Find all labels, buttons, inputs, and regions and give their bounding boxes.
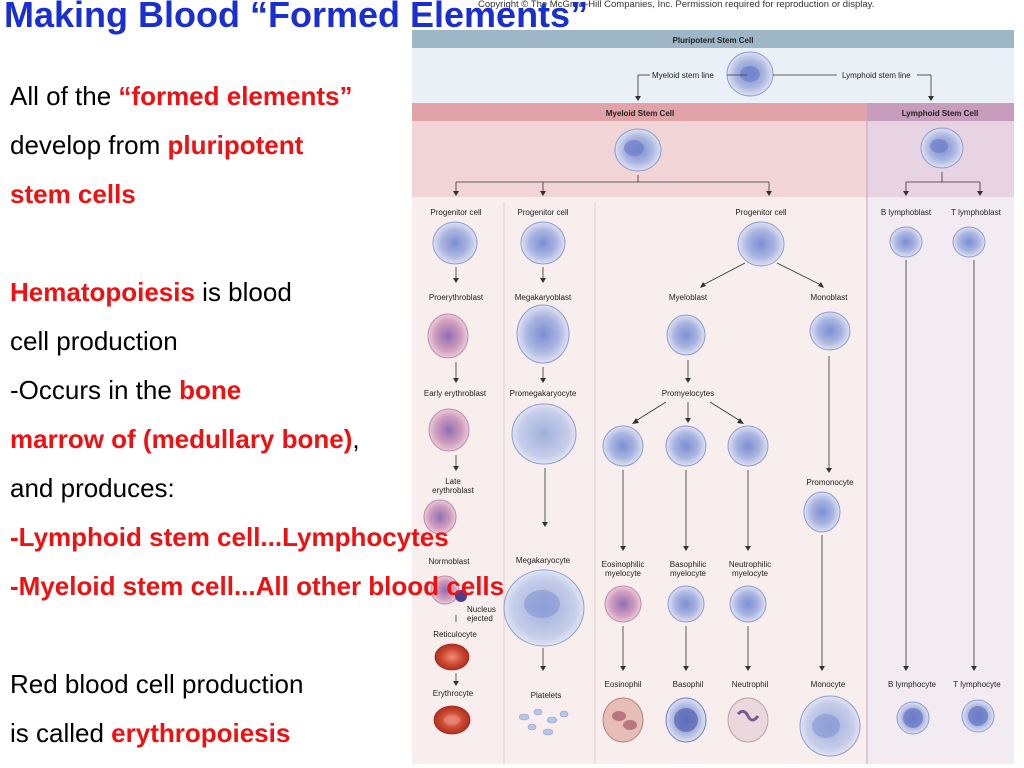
myeloid-stem-line-label: Myeloid stem line <box>652 71 714 80</box>
neutrophilic-myelocyte-label-2: myelocyte <box>732 569 769 578</box>
body-line-lymphoid: -Lymphoid stem cell...Lymphocytes <box>10 522 449 552</box>
pluripotent-header: Pluripotent Stem Cell <box>673 36 754 45</box>
body-line-2: develop from pluripotent <box>10 130 304 160</box>
neutrophil-label: Neutrophil <box>732 680 769 689</box>
t-lymphoblast-label: T lymphoblast <box>951 208 1001 217</box>
body-line-5: cell production <box>10 326 178 356</box>
nucleus-ejected-label-2: ejected <box>467 614 493 623</box>
late-erythroblast-label-2: erythroblast <box>432 486 475 495</box>
copyright-notice: Copyright © The McGraw-Hill Companies, I… <box>478 0 875 10</box>
proerythroblast-label: Proerythroblast <box>429 293 484 302</box>
megakaryocyte-label: Megakaryocyte <box>516 556 571 565</box>
myeloblast-label: Myeloblast <box>669 293 708 302</box>
neutrophilic-myelocyte-label-1: Neutrophilic <box>729 560 771 569</box>
megakaryoblast-cell <box>516 304 570 364</box>
promyelocytes-label: Promyelocytes <box>662 389 714 398</box>
body-line-4: Hematopoiesis is blood <box>10 277 292 307</box>
promonocyte-label: Promonocyte <box>806 478 854 487</box>
late-erythroblast-label-1: Late <box>445 477 461 486</box>
progenitor-cell-granulocyte <box>737 221 785 267</box>
megakaryoblast-label: Megakaryoblast <box>515 293 572 302</box>
slide-title: Making Blood “Formed Elements” <box>4 0 589 35</box>
progenitor-label-2: Progenitor cell <box>517 208 568 217</box>
myeloid-header: Myeloid Stem Cell <box>606 109 674 118</box>
body-line-12: is called erythropoiesis <box>10 718 291 748</box>
erythropoiesis-term: erythropoiesis <box>111 718 291 748</box>
marrow-term: marrow of (medullary bone) <box>10 424 353 454</box>
t-lymphocyte-label: T lymphocyte <box>953 680 1001 689</box>
body-line-myeloid: -Myeloid stem cell...All other blood cel… <box>10 571 505 601</box>
b-lymphocyte-label: B lymphocyte <box>888 680 937 689</box>
promonocyte-cell <box>803 491 841 533</box>
myeloid-header-bar <box>412 103 867 121</box>
lymphoid-stem-line-label: Lymphoid stem line <box>842 71 911 80</box>
body-line-11: Red blood cell production <box>10 669 304 699</box>
body-line-7: marrow of (medullary bone), <box>10 424 360 454</box>
eosinophil-label: Eosinophil <box>605 680 642 689</box>
neutrophil-cell <box>727 697 769 743</box>
lymphoid-header: Lymphoid Stem Cell <box>902 109 979 118</box>
progenitor-cell-erythroid <box>432 221 478 265</box>
promegakaryocyte-label: Promegakaryocyte <box>510 389 577 398</box>
platelets-label: Platelets <box>531 691 562 700</box>
myeloid-lineages-panel <box>412 197 867 764</box>
neutrophilic-myelocyte-cell <box>729 585 767 623</box>
basophilic-myelocyte-cell <box>667 585 705 623</box>
b-lymphoblast-label: B lymphoblast <box>881 208 932 217</box>
pluripotent-term: pluripotent <box>167 130 304 160</box>
promegakaryocyte-cell <box>511 403 577 465</box>
formed-elements-term: “formed elements” <box>118 81 353 111</box>
reticulocyte-label: Reticulocyte <box>433 630 477 639</box>
basophilic-myelocyte-label-2: myelocyte <box>670 569 707 578</box>
hematopoiesis-term: Hematopoiesis <box>10 277 195 307</box>
myeloblast-cell <box>666 314 706 356</box>
monoblast-cell <box>809 311 851 351</box>
t-lymphoblast-cell <box>952 226 986 258</box>
erythrocyte-label: Erythrocyte <box>433 689 474 698</box>
pluripotent-header-bar <box>412 30 1014 48</box>
eosinophilic-myelocyte-label-2: myelocyte <box>605 569 642 578</box>
lymphoid-header-bar <box>867 103 1014 121</box>
basophilic-myelocyte-label-1: Basophilic <box>670 560 706 569</box>
pluripotent-panel <box>412 48 1014 103</box>
ejected-nucleus <box>455 590 467 602</box>
bone-term: bone <box>179 375 242 405</box>
eosinophilic-myelocyte-cell <box>604 585 642 623</box>
early-erythroblast-cell <box>428 408 470 452</box>
body-line-1: All of the “formed elements” <box>10 81 353 111</box>
slide-body-text: All of the “formed elements” develop fro… <box>10 77 710 763</box>
monoblast-label: Monoblast <box>811 293 849 302</box>
lymphoid-lineages-panel <box>867 197 1014 764</box>
progenitor-cell-megakaryocyte <box>520 221 566 265</box>
late-erythroblast-cell <box>423 499 457 535</box>
reticulocyte-cell <box>434 643 470 671</box>
basophil-label: Basophil <box>673 680 704 689</box>
promyelocyte-basophilic-cell <box>665 425 707 467</box>
progenitor-label-3: Progenitor cell <box>735 208 786 217</box>
promyelocyte-neutrophilic-cell <box>727 425 769 467</box>
body-line-6: -Occurs in the bone <box>10 375 242 405</box>
body-line-8: and produces: <box>10 473 175 503</box>
progenitor-label-1: Progenitor cell <box>430 208 481 217</box>
normoblast-label: Normoblast <box>429 557 471 566</box>
normoblast-cell <box>430 575 460 605</box>
b-lymphoblast-cell <box>889 226 923 258</box>
monocyte-label: Monocyte <box>811 680 846 689</box>
hematopoiesis-diagram: Pluripotent Stem Cell Myeloid Stem Cell … <box>412 30 1014 764</box>
early-erythroblast-label: Early erythroblast <box>424 389 487 398</box>
nucleus-ejected-label-1: Nucleus <box>467 605 496 614</box>
platelets-cells <box>518 708 569 736</box>
promyelocyte-eosinophilic-cell <box>602 425 644 467</box>
eosinophilic-myelocyte-label-1: Eosinophilic <box>602 560 645 569</box>
proerythroblast-cell <box>427 313 469 359</box>
body-line-3: stem cells <box>10 179 136 209</box>
